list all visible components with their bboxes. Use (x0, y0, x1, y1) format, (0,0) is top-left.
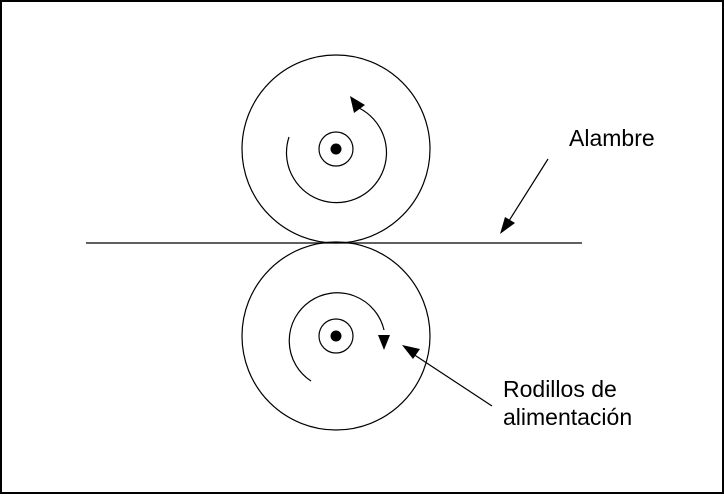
lower-roller-axle-dot (330, 330, 342, 342)
wire-label: Alambre (569, 125, 655, 151)
lower-roller (241, 241, 431, 431)
upper-roller-hub-circle (318, 131, 354, 167)
upper-roller (241, 54, 431, 244)
lower-roller-outer-circle (241, 241, 431, 431)
wire-leader-arrow (500, 158, 549, 234)
feed-rollers-label: Rodillos de alimentación (503, 375, 632, 431)
lower-roller-hub-circle (318, 318, 354, 354)
feed-rollers-label-line-1: Rodillos de (503, 376, 617, 402)
upper-roller-rotation-arrowhead (350, 96, 365, 113)
rollers-leader-arrow (402, 345, 493, 407)
feed-rollers-label-line-2: alimentación (503, 404, 633, 430)
upper-roller-rotation-spiral (285, 107, 388, 204)
lower-roller-rotation-spiral (288, 292, 385, 382)
upper-roller-axle-dot (330, 143, 342, 155)
upper-roller-outer-circle (241, 54, 431, 244)
lower-roller-rotation-arrowhead (378, 335, 390, 350)
